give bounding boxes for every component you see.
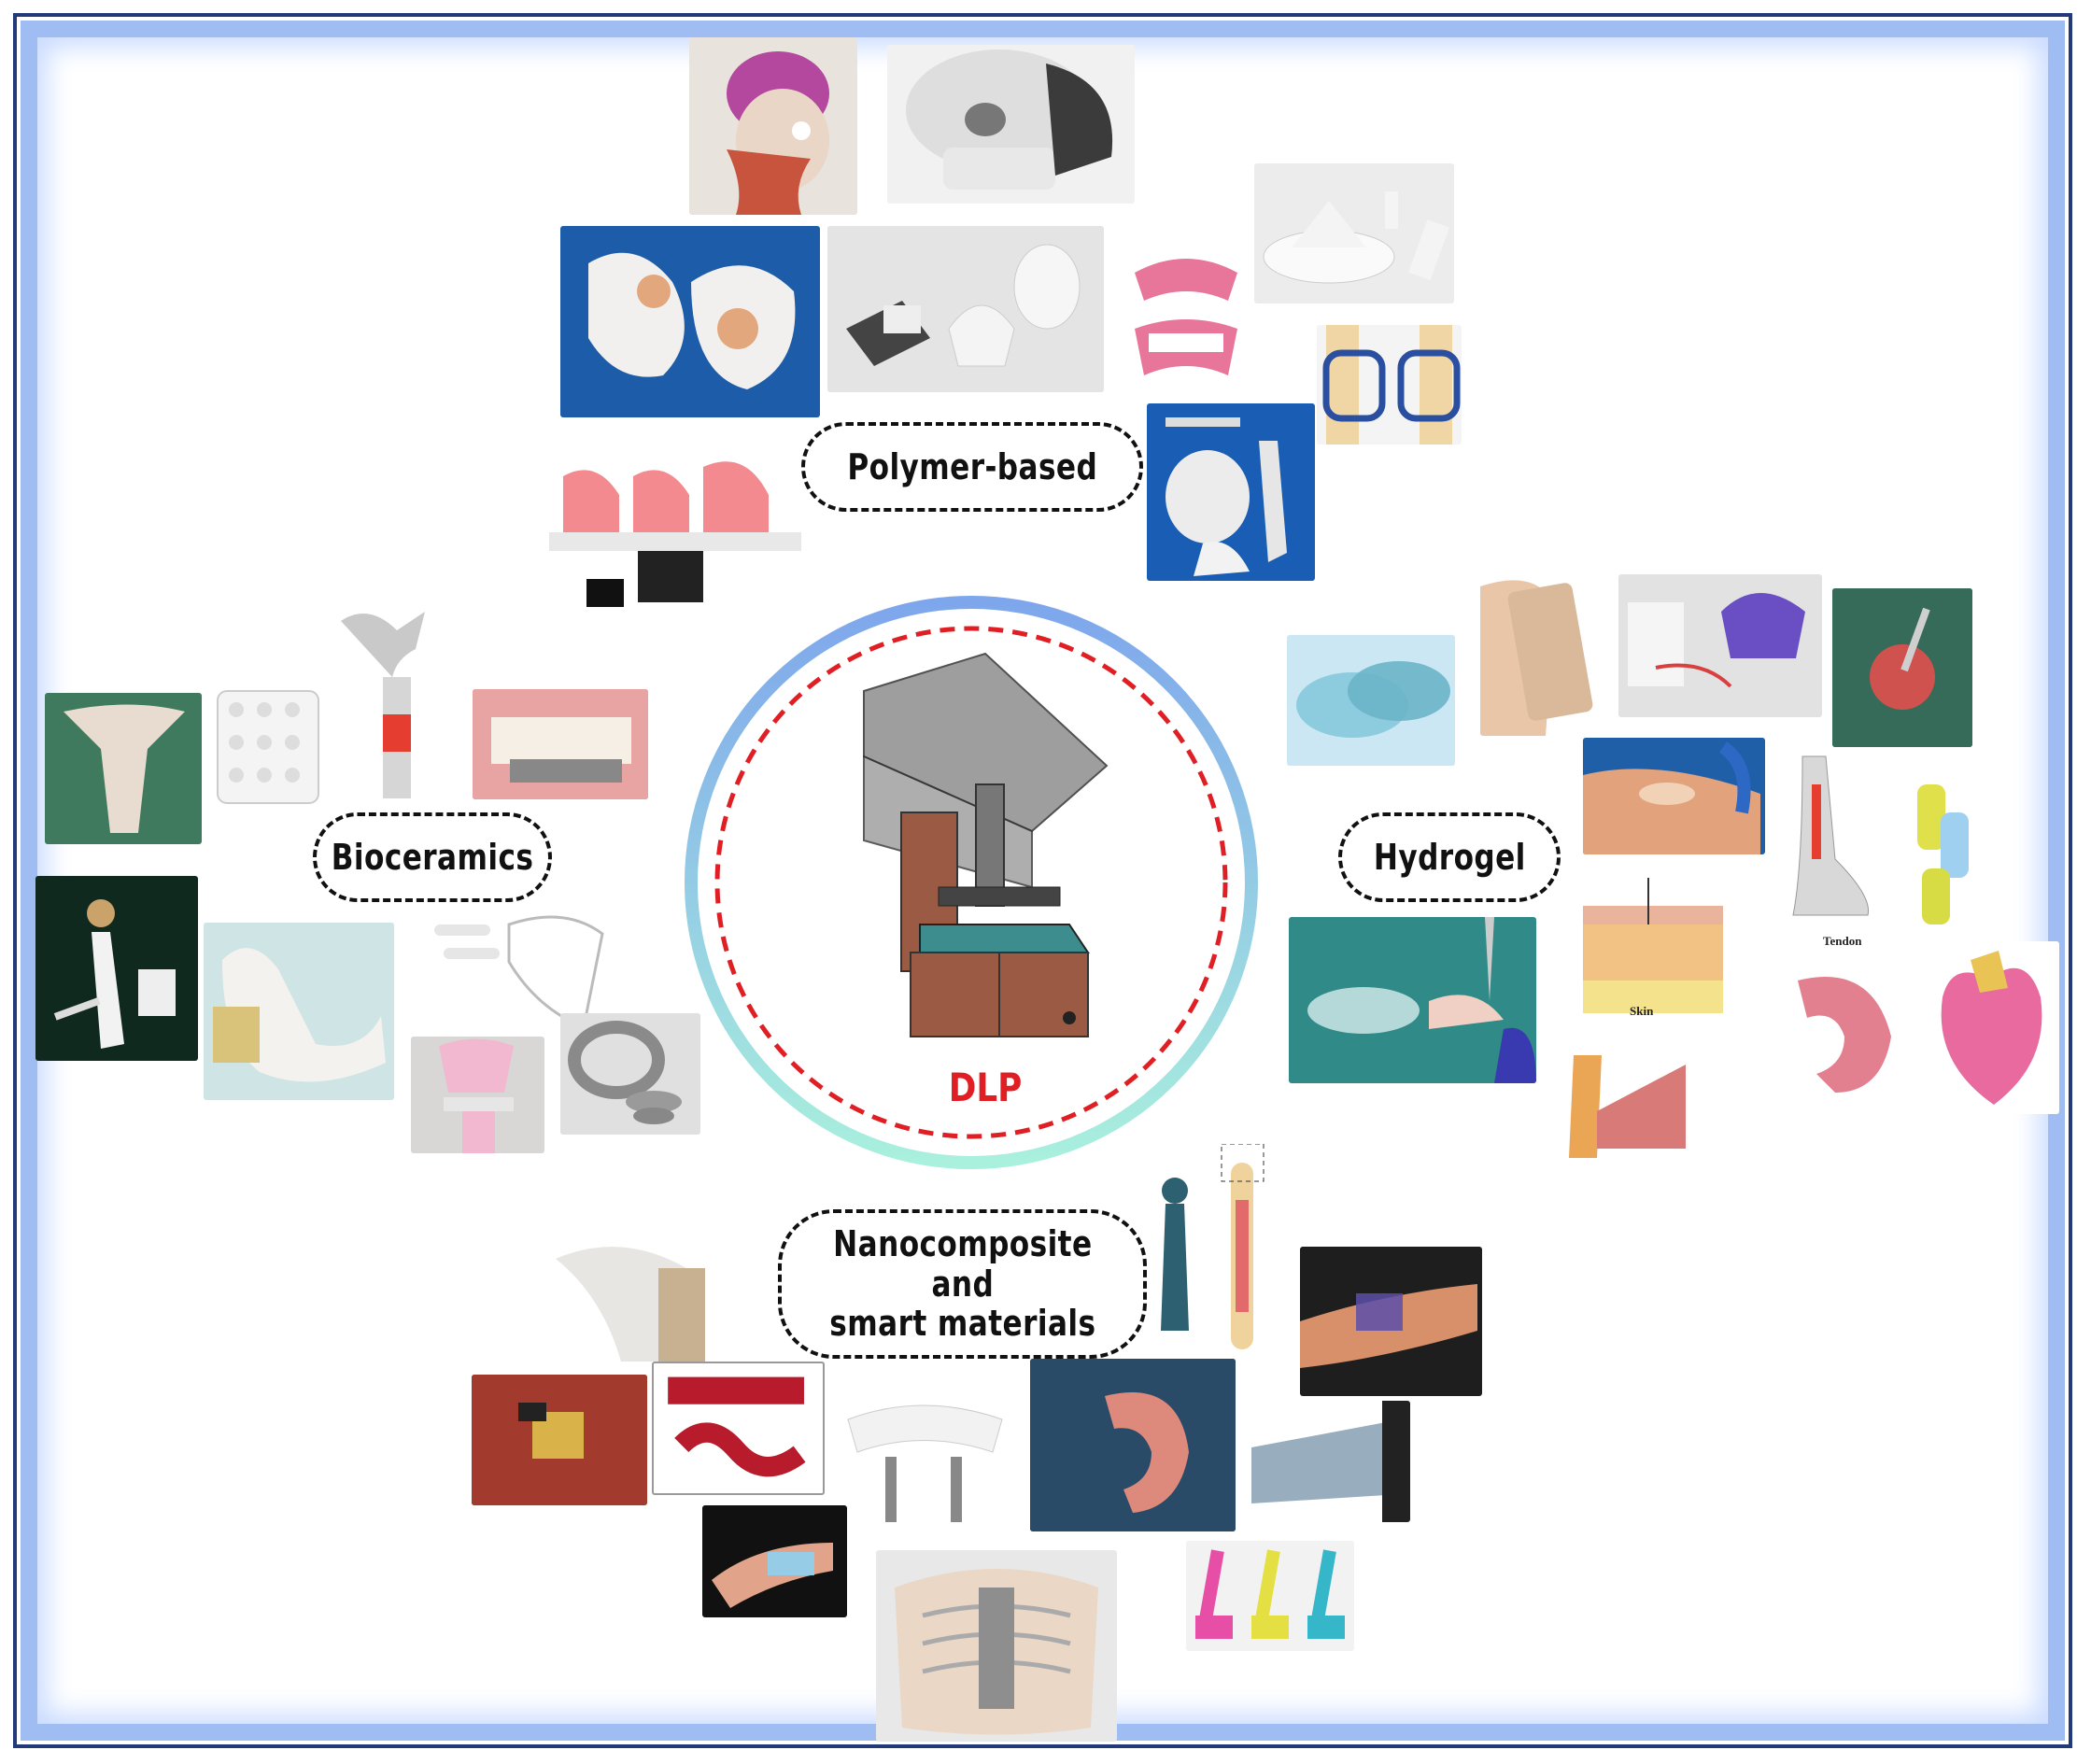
printed-ear-red-image: [1760, 962, 1914, 1102]
stretchable-film-image: [1242, 1401, 1410, 1522]
dental-models-printer-image: [549, 439, 801, 612]
category-hydrogel-label: Hydrogel: [1373, 836, 1526, 878]
frame-border: [13, 13, 2072, 1748]
knee-implant-image: [411, 1037, 544, 1153]
ceramic-bearings-image: [560, 1013, 700, 1135]
porous-ceramic-block-image: [213, 686, 323, 808]
category-nanocomposite-label: Nanocomposite and smart materials: [828, 1223, 1096, 1345]
frame-glow: [21, 21, 2065, 1741]
category-bioceramics: Bioceramics: [313, 812, 552, 902]
porous-bone-implant-image: [546, 1231, 770, 1362]
denture-image: [1125, 245, 1247, 385]
tendon-caption: Tendon: [1823, 934, 1862, 948]
human-femur-image: [1147, 1144, 1273, 1359]
gear-parts-image: [1254, 163, 1454, 303]
cardiac-patch-chip-image: [472, 1375, 647, 1505]
muscle-tendon-image: [1555, 1046, 1695, 1172]
bone-implants-blue-image: [1147, 403, 1315, 581]
printed-ear-implant-image: [1030, 1359, 1236, 1531]
dental-implant-bridge-image: [839, 1363, 1011, 1541]
dlp-ring: [685, 596, 1258, 1169]
arm-wound-treatment-image: [1583, 738, 1765, 854]
surgical-procedure-image: [1832, 588, 1972, 747]
skin-caption: Skin: [1630, 1004, 1654, 1018]
dlp-printer-icon: [863, 652, 1109, 1037]
anatomical-head-model-image: [689, 37, 857, 215]
category-bioceramics-label: Bioceramics: [331, 836, 534, 878]
porous-polymer-scaffolds-image: [827, 226, 1104, 392]
tendon-foot-image: [1784, 747, 1877, 934]
printed-heart-image: [1924, 941, 2059, 1114]
ceramic-medical-devices-image: [35, 876, 198, 1061]
dental-ceramic-image: [473, 689, 648, 799]
wearable-sensor-arm-image: [1300, 1247, 1482, 1396]
hydrogel-capsules-image: [1287, 635, 1455, 766]
wound-dressing-image: [1480, 549, 1620, 736]
skull-implant-image: [887, 45, 1135, 204]
category-nanocomposite: Nanocomposite and smart materials: [778, 1209, 1147, 1359]
scapula-implant-image: [45, 693, 202, 844]
flexible-device-hand-image: [702, 1505, 847, 1617]
dlp-label: DLP: [948, 1065, 1023, 1110]
hydrogel-vials-image: [1908, 775, 1978, 932]
category-hydrogel: Hydrogel: [1338, 812, 1561, 902]
skin-layers-image: [1574, 878, 1732, 1027]
category-polymer-based: Polymer-based: [801, 422, 1143, 512]
mandible-implant-image: [204, 923, 394, 1100]
pelvis-model-image: [560, 226, 820, 417]
bone-fixation-band-image: [1317, 325, 1462, 445]
bone-fracture-scaffold-image: [332, 602, 434, 798]
hydrogel-injection-image: [1618, 574, 1822, 717]
colored-applicators-image: [1186, 1541, 1354, 1651]
rib-cage-implant-image: [876, 1550, 1117, 1742]
category-polymer-label: Polymer-based: [847, 445, 1097, 487]
hydrogel-tissue-image: [1289, 917, 1536, 1083]
shape-memory-strip-image: [652, 1362, 825, 1495]
